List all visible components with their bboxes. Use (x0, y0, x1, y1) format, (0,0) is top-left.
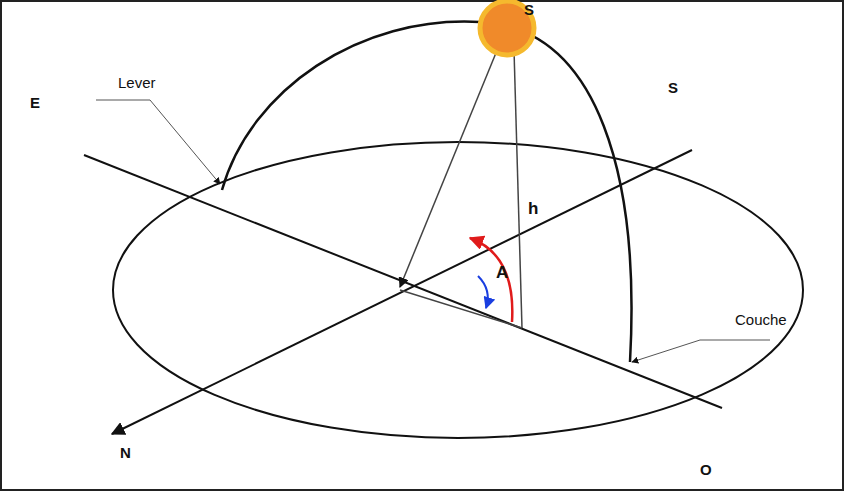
sunset-leader (632, 340, 770, 362)
south-label: S (668, 80, 678, 95)
north-south-axis (112, 150, 692, 434)
sun-path (222, 22, 631, 362)
sun-label: S (524, 2, 534, 17)
azimuth-arc (478, 276, 488, 308)
west-label: O (700, 462, 712, 477)
sun-vertical (514, 50, 522, 328)
east-label: E (30, 95, 40, 110)
ground-projection (400, 290, 522, 328)
altitude-label: h (528, 200, 538, 217)
sunrise-label: Lever (118, 75, 156, 90)
sunrise-leader (96, 100, 220, 184)
altitude-arc (470, 238, 512, 322)
azimuth-label: A (496, 264, 508, 281)
horizon-ellipse (113, 142, 803, 438)
sunset-label: Couche (735, 312, 787, 327)
sun-ray (400, 48, 498, 287)
north-label: N (120, 445, 131, 460)
sun (480, 1, 534, 55)
